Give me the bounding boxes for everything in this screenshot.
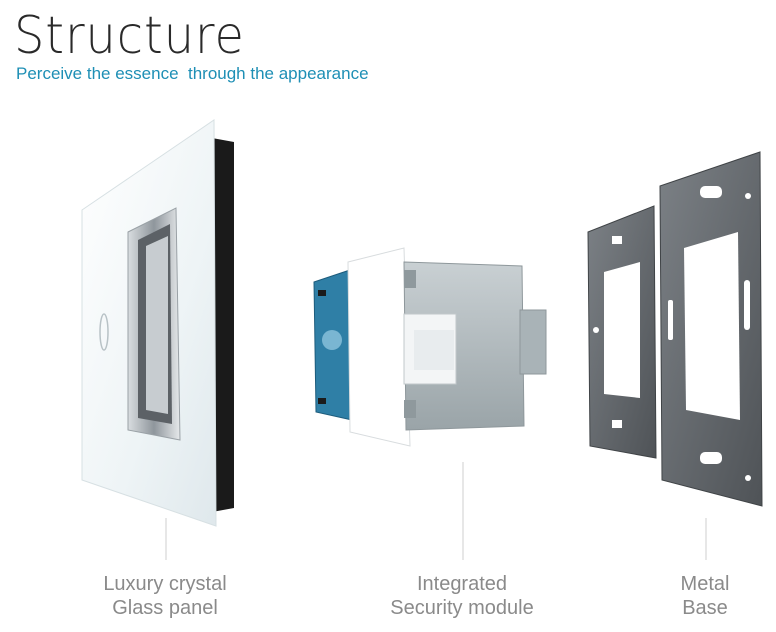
caption-glass-panel: Luxury crystal Glass panel bbox=[70, 572, 260, 620]
glass-panel-icon bbox=[81, 119, 234, 560]
caption-line: Integrated bbox=[416, 573, 508, 595]
page-title: Structure bbox=[14, 6, 245, 66]
caption-line: Security module bbox=[390, 597, 534, 619]
caption-security-module: Integrated Security module bbox=[362, 572, 562, 620]
page-subtitle: Perceive the essence through the appeara… bbox=[16, 64, 369, 83]
caption-line: Luxury crystal bbox=[103, 573, 227, 595]
metal-base-icon bbox=[587, 151, 763, 560]
caption-line: Metal bbox=[680, 573, 730, 595]
caption-line: Base bbox=[682, 597, 728, 619]
switch-module-icon bbox=[313, 247, 547, 560]
caption-line: Glass panel bbox=[112, 597, 218, 619]
caption-metal-base: Metal Base bbox=[640, 572, 770, 620]
